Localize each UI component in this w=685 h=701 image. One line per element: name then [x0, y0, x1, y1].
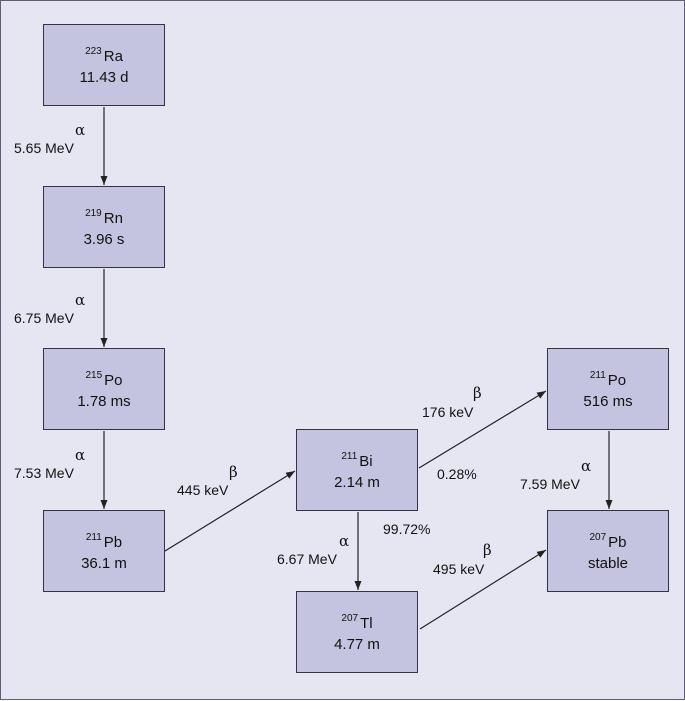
arrow-bi-po — [418, 390, 547, 469]
decay-mode-po-pb: α — [75, 446, 86, 464]
decay-energy-tl-pb: 495 keV — [433, 561, 485, 577]
half-life: 36.1 m — [81, 554, 127, 572]
mass-number: 207 — [589, 531, 607, 543]
half-life: stable — [587, 554, 629, 572]
decay-mode-rn-po: α — [75, 291, 86, 309]
decay-mode-ra-rn: α — [75, 121, 86, 139]
element-symbol: Po — [607, 371, 627, 389]
decay-mode-bi-po: β — [473, 384, 482, 402]
decay-energy-bi-tl: 6.67 MeV — [277, 551, 337, 567]
half-life: 2.14 m — [334, 473, 380, 491]
element-symbol: Bi — [359, 452, 373, 470]
element-symbol: Tl — [360, 614, 373, 632]
mass-number: 223 — [85, 45, 102, 57]
decay-mode-bi-tl: α — [339, 532, 350, 550]
half-life: 11.43 d — [79, 68, 129, 86]
decay-energy-po-pb207: 7.59 MeV — [520, 476, 580, 492]
branch-ratio-bi-po: 0.28% — [437, 466, 477, 482]
mass-number: 219 — [85, 207, 102, 219]
mass-number: 207 — [341, 612, 359, 624]
decay-energy-rn-po: 6.75 MeV — [14, 310, 74, 326]
decay-energy-pb-bi: 445 keV — [177, 482, 229, 498]
half-life: 3.96 s — [83, 230, 125, 248]
mass-number: 211 — [589, 369, 606, 381]
element-symbol: Pb — [608, 533, 627, 551]
arrow-tl-pb — [419, 549, 547, 630]
decay-mode-po-pb207: α — [581, 457, 592, 475]
element-symbol: Pb — [103, 533, 123, 551]
decay-energy-bi-po: 176 keV — [422, 404, 474, 420]
arrow-pb-bi — [164, 470, 296, 552]
element-symbol: Rn — [103, 209, 123, 227]
half-life: 516 ms — [583, 392, 633, 410]
mass-number: 211 — [341, 450, 358, 462]
mass-number: 211 — [85, 531, 102, 543]
decay-energy-ra-rn: 5.65 MeV — [14, 140, 74, 156]
half-life: 4.77 m — [334, 635, 380, 653]
half-life: 1.78 ms — [77, 392, 131, 410]
mass-number: 215 — [85, 369, 103, 381]
branch-ratio-bi-tl: 99.72% — [383, 521, 431, 537]
element-symbol: Ra — [103, 47, 123, 65]
decay-mode-pb-bi: β — [229, 463, 238, 481]
element-symbol: Po — [104, 371, 123, 389]
decay-energy-po-pb: 7.53 MeV — [14, 465, 74, 481]
decay-mode-tl-pb: β — [483, 541, 492, 559]
